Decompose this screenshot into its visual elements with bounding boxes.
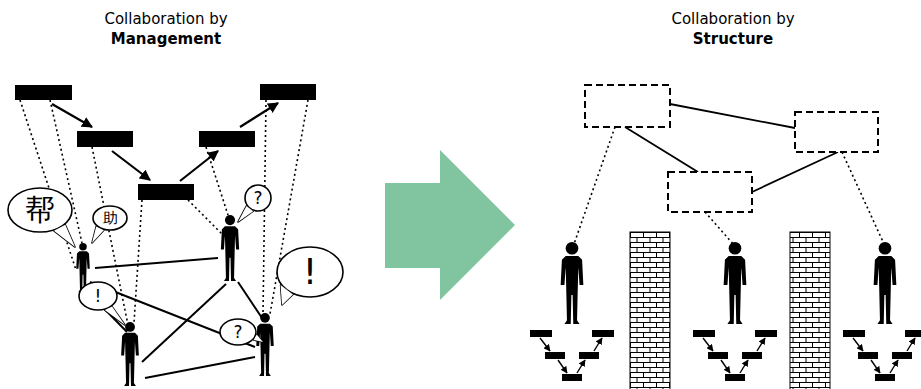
communication-line	[145, 357, 255, 378]
panel-heading: Structure	[693, 30, 773, 48]
communication-line	[142, 284, 226, 362]
speech-bubble: 助	[92, 205, 128, 231]
interface-line	[670, 104, 795, 128]
bubble-shape	[8, 188, 72, 232]
assignment-line	[134, 200, 142, 323]
assignment-line	[705, 212, 733, 244]
communication-line	[95, 258, 218, 268]
bubble-text: !	[303, 254, 317, 290]
assignment-line	[842, 152, 884, 244]
bubble-shape	[277, 247, 343, 297]
bubble-tail-fill	[238, 206, 253, 222]
flow-arrow	[180, 151, 218, 181]
speech-bubble: ?	[219, 318, 257, 346]
task-flow	[693, 330, 777, 381]
task-flow	[530, 330, 614, 381]
bubble-text: !	[95, 288, 102, 305]
bubble-tail	[105, 307, 125, 325]
panel-heading: Management	[111, 30, 221, 48]
person-silhouette	[256, 313, 273, 376]
speech-bubble: !	[78, 281, 118, 311]
assignment-line	[20, 100, 76, 270]
person-silhouette	[561, 242, 584, 324]
bubble-shape	[245, 185, 271, 211]
bubble-tail-fill	[254, 334, 263, 342]
flow-arrow	[52, 104, 92, 127]
speech-bubble: ?	[244, 184, 272, 212]
person-silhouette	[121, 322, 139, 386]
person-silhouette	[221, 215, 239, 281]
interface-line	[752, 152, 838, 192]
brick-wall	[790, 232, 830, 389]
speech-bubble: 帮	[7, 187, 73, 233]
task-block	[15, 85, 72, 100]
bubble-tail-fill	[92, 226, 104, 243]
speech-bubble: !	[276, 246, 344, 298]
bubble-text: ?	[253, 190, 262, 207]
flow-arrow	[112, 151, 150, 180]
transition-arrow	[385, 150, 515, 300]
task-block	[199, 131, 255, 147]
task-flow	[843, 330, 921, 381]
bubble-text: 助	[103, 211, 118, 226]
module-box	[585, 85, 670, 127]
bubble-shape	[93, 206, 127, 230]
module-box	[795, 112, 878, 152]
brick-wall	[630, 232, 670, 389]
bubble-tail-fill	[54, 225, 75, 247]
flow-arrow	[240, 103, 278, 127]
assignment-line	[574, 127, 615, 244]
interface-line	[625, 127, 698, 172]
person-silhouette	[724, 242, 747, 324]
bubble-shape	[220, 319, 256, 345]
bubble-tail-fill	[105, 307, 125, 325]
bubble-shape	[79, 282, 117, 310]
person-silhouette	[874, 242, 897, 324]
bubble-tail-fill	[281, 285, 293, 305]
panel-heading: Collaboration by	[671, 10, 794, 28]
bubble-text: 帮	[25, 195, 55, 225]
communication-line	[238, 282, 262, 318]
panel-heading: Collaboration by	[104, 10, 227, 28]
assignment-line	[188, 200, 226, 238]
task-block	[77, 131, 133, 147]
task-block	[260, 84, 316, 100]
module-box	[668, 172, 752, 212]
task-block	[138, 184, 194, 200]
bubble-text: ?	[233, 324, 242, 341]
